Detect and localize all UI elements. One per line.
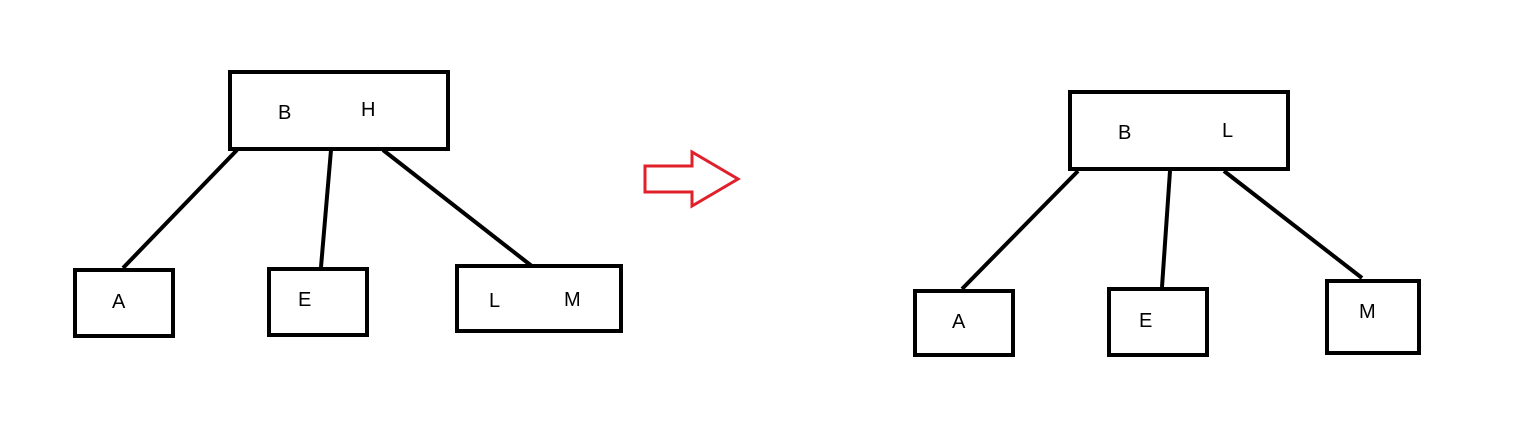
before-child-box-a <box>73 268 175 338</box>
edge-before-root-to-child-lm <box>381 148 535 269</box>
before-tree: B H A E L M <box>73 70 623 338</box>
before-root-box <box>228 70 450 151</box>
edge-before-root-to-child-e <box>319 149 333 268</box>
edge-after-root-to-child-e <box>1160 170 1172 288</box>
after-root-node: B L <box>1068 90 1290 171</box>
after-child-box-e <box>1107 287 1209 357</box>
after-child-box-m <box>1325 279 1421 355</box>
edge-after-root-to-child-m <box>1222 169 1364 280</box>
before-root-key-2: H <box>361 99 375 121</box>
after-child-node-a: A <box>913 289 1015 357</box>
before-child-a-key-1: A <box>112 291 126 313</box>
before-child-lm-key-2: M <box>564 289 581 311</box>
edge-after-root-to-child-a <box>960 169 1080 291</box>
after-child-m-key-1: M <box>1359 301 1376 323</box>
after-child-a-key-1: A <box>952 311 966 333</box>
before-child-node-lm: L M <box>455 264 623 333</box>
after-child-node-e: E <box>1107 287 1209 357</box>
before-root-key-1: B <box>278 102 291 124</box>
before-child-lm-key-1: L <box>489 290 500 312</box>
after-root-key-1: B <box>1118 122 1131 144</box>
after-child-box-a <box>913 289 1015 357</box>
before-child-box-e <box>267 267 369 337</box>
transition-arrow-shape <box>643 149 741 209</box>
after-child-e-key-1: E <box>1139 310 1152 332</box>
before-child-box-lm <box>455 264 623 333</box>
after-tree: B L A E M <box>913 90 1421 357</box>
after-child-node-m: M <box>1325 279 1421 355</box>
before-child-e-key-1: E <box>298 289 311 311</box>
right-arrow-icon <box>643 149 741 209</box>
before-child-node-a: A <box>73 268 175 338</box>
before-root-node: B H <box>228 70 450 151</box>
after-root-key-2: L <box>1222 120 1233 142</box>
edge-before-root-to-child-a <box>121 148 239 270</box>
after-root-box <box>1068 90 1290 171</box>
before-child-node-e: E <box>267 267 369 337</box>
